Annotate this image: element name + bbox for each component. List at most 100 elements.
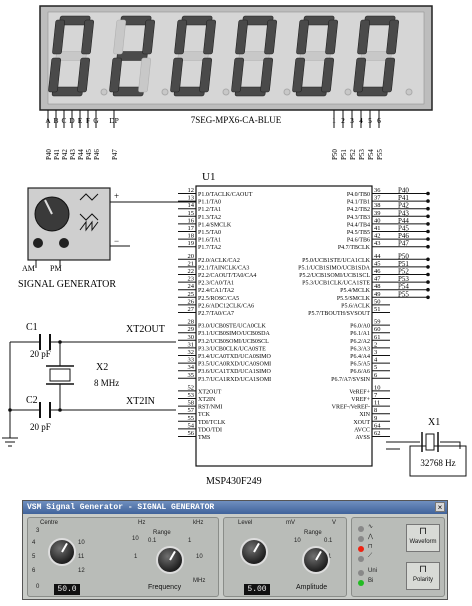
mcu-pin-name: VREF-/VeREF- bbox=[332, 405, 370, 411]
mcu-pin-name: P2.1/TAINCLK/CA3 bbox=[198, 265, 249, 271]
sawtooth-led bbox=[358, 556, 364, 562]
mcu-pin-name: P6.4/A4 bbox=[350, 354, 370, 360]
mcu-pin-number: 60 bbox=[374, 326, 381, 333]
mcu-pin-name: P5.2/UCB1SOMI/UCB1SCL bbox=[299, 273, 370, 279]
mcu-pin-name: RST/NMI bbox=[198, 405, 222, 411]
mcu-net-label: P46 bbox=[398, 232, 409, 240]
mcu-net-label: P41 bbox=[398, 194, 409, 202]
c1-ref: C1 bbox=[26, 322, 38, 333]
mcu-net-label: P53 bbox=[398, 275, 409, 283]
mcu-part-number: MSP430F249 bbox=[206, 476, 262, 487]
mcu-pin-name: TDI/TCLK bbox=[198, 420, 226, 426]
polarity-button[interactable]: ⊓ Polarity bbox=[406, 562, 440, 590]
mcu-pin-number: 57 bbox=[188, 407, 195, 414]
mcu-pin-name: P6.3/A3 bbox=[350, 346, 370, 352]
range-label: Range bbox=[153, 530, 171, 536]
digit-5 bbox=[292, 15, 352, 97]
segment-c bbox=[382, 57, 396, 93]
mcu-pin-number: 12 bbox=[188, 187, 195, 194]
segment-f bbox=[357, 19, 371, 55]
centre-label: Centre bbox=[40, 520, 59, 526]
mcu-net-label: P42 bbox=[398, 202, 409, 210]
mcu-pin-number: 29 bbox=[188, 326, 195, 333]
waveform-button[interactable]: ⊓ Waveform bbox=[406, 524, 440, 552]
mcu-pin-name: P2.2/CAOUT/TA0/CA4 bbox=[198, 273, 256, 279]
segment-pin-B: B bbox=[53, 116, 58, 125]
amp-range-label: Range bbox=[304, 530, 322, 536]
amplitude-range-knob[interactable] bbox=[302, 546, 330, 574]
digit-6 bbox=[353, 15, 413, 97]
sine-led bbox=[358, 526, 364, 532]
mcu-right-pins: 36P4.0/TB0P4037P4.1/TB1P4138P4.2/TB2P423… bbox=[298, 187, 430, 441]
mcu-pin-number: 35 bbox=[188, 372, 195, 379]
level-knob[interactable] bbox=[240, 538, 268, 566]
frequency-range-knob[interactable] bbox=[156, 546, 184, 574]
mcu-pin-number: 59 bbox=[374, 319, 381, 326]
mcu-pin-number: 47 bbox=[374, 276, 381, 283]
mcu-pin-number: 50 bbox=[374, 298, 381, 305]
mcu-net-label: P51 bbox=[398, 260, 409, 268]
square-led bbox=[358, 546, 364, 552]
mcu-pin-number: 32 bbox=[188, 349, 195, 356]
segment-e bbox=[170, 57, 184, 93]
c1-value: 20 pF bbox=[30, 349, 51, 359]
mcu-pin-number: 34 bbox=[188, 364, 195, 371]
mcu-chip-body[interactable] bbox=[195, 185, 373, 467]
mcu-pin-number: 38 bbox=[374, 202, 381, 209]
segment-net: P44 bbox=[77, 149, 85, 160]
polarity-icon: ⊓ bbox=[419, 564, 427, 575]
digit-pin-1: 1 bbox=[332, 116, 336, 125]
mcu-pin-number: 41 bbox=[374, 225, 381, 232]
mcu-pin-name: P5.7/TBOUTH/SVSOUT bbox=[308, 311, 370, 317]
mcu-pin-number: 27 bbox=[188, 306, 195, 313]
segment-f bbox=[52, 19, 66, 55]
display-part-name: 7SEG-MPX6-CA-BLUE bbox=[191, 115, 282, 125]
mcu-pin-number: 7 bbox=[374, 392, 378, 399]
mcu-pin-name: VeREF+ bbox=[349, 389, 370, 395]
schematic-canvas: 7SEG-MPX6-CA-BLUE AP40BP41CP42DP43EP44FP… bbox=[2, 5, 467, 487]
segment-b bbox=[142, 19, 156, 55]
segment-pin-C: C bbox=[61, 116, 66, 125]
mcu-pin-number: 30 bbox=[188, 334, 195, 341]
mcu-pin-name: AVSS bbox=[355, 435, 370, 441]
mcu-pin-number: 21 bbox=[188, 260, 195, 267]
centre-knob[interactable] bbox=[48, 538, 76, 566]
vsm-signal-generator-window[interactable]: VSM Signal Generator - SIGNAL GENERATOR … bbox=[22, 500, 448, 600]
segment-b bbox=[264, 19, 278, 55]
segment-c bbox=[138, 57, 152, 93]
mcu-net-label: P55 bbox=[398, 290, 409, 298]
segment-net: P40 bbox=[45, 149, 53, 160]
close-button[interactable]: × bbox=[435, 502, 445, 512]
digit-net: P54 bbox=[367, 149, 375, 160]
triangle-led bbox=[358, 536, 364, 542]
mcu-pin-number: 56 bbox=[188, 430, 195, 437]
mcu-pin-name: TDO/TDI bbox=[198, 427, 222, 433]
mcu-pin-number: 49 bbox=[374, 291, 381, 298]
mcu-pin-name: TCK bbox=[198, 412, 211, 418]
mcu-pin-name: P4.7/TBCLK bbox=[338, 245, 371, 251]
mcu-net-label: P47 bbox=[398, 240, 409, 248]
mcu-pin-name: P5.0/UCB1STE/UCA1CLK bbox=[302, 258, 371, 264]
mcu-pin-name: P6.6/A6 bbox=[350, 369, 370, 375]
mcu-pin-name: P3.6/UCA1TXD/UCA1SIMO bbox=[198, 369, 272, 375]
mcu-pin-name: P5.1/UCB1SIMO/UCB1SDA bbox=[298, 265, 371, 271]
mcu-pin-number: 31 bbox=[188, 341, 195, 348]
mcu-pin-name: P4.2/TB2 bbox=[347, 207, 370, 213]
mcu-net-label: P50 bbox=[398, 252, 409, 260]
digit-net: P50 bbox=[331, 149, 339, 160]
mcu-pin-name: P3.7/UCA1RXD/UCA1SOMI bbox=[198, 377, 271, 383]
segment-e bbox=[292, 57, 306, 93]
mcu-pin-number: 39 bbox=[374, 210, 381, 217]
digit-1 bbox=[48, 15, 108, 97]
mcu-pin-number: 53 bbox=[188, 392, 195, 399]
mcu-net-label: P54 bbox=[398, 283, 409, 291]
mcu-pin-name: P5.6/ACLK bbox=[341, 303, 371, 309]
digit-net: P53 bbox=[358, 149, 366, 160]
segment-g bbox=[360, 51, 392, 61]
x2-value: 8 MHz bbox=[94, 378, 119, 388]
digit-pin-3: 3 bbox=[350, 116, 354, 125]
segment-e bbox=[231, 57, 245, 93]
am-knob-icon bbox=[33, 238, 43, 248]
segment-pin-DP: DP bbox=[109, 116, 119, 125]
